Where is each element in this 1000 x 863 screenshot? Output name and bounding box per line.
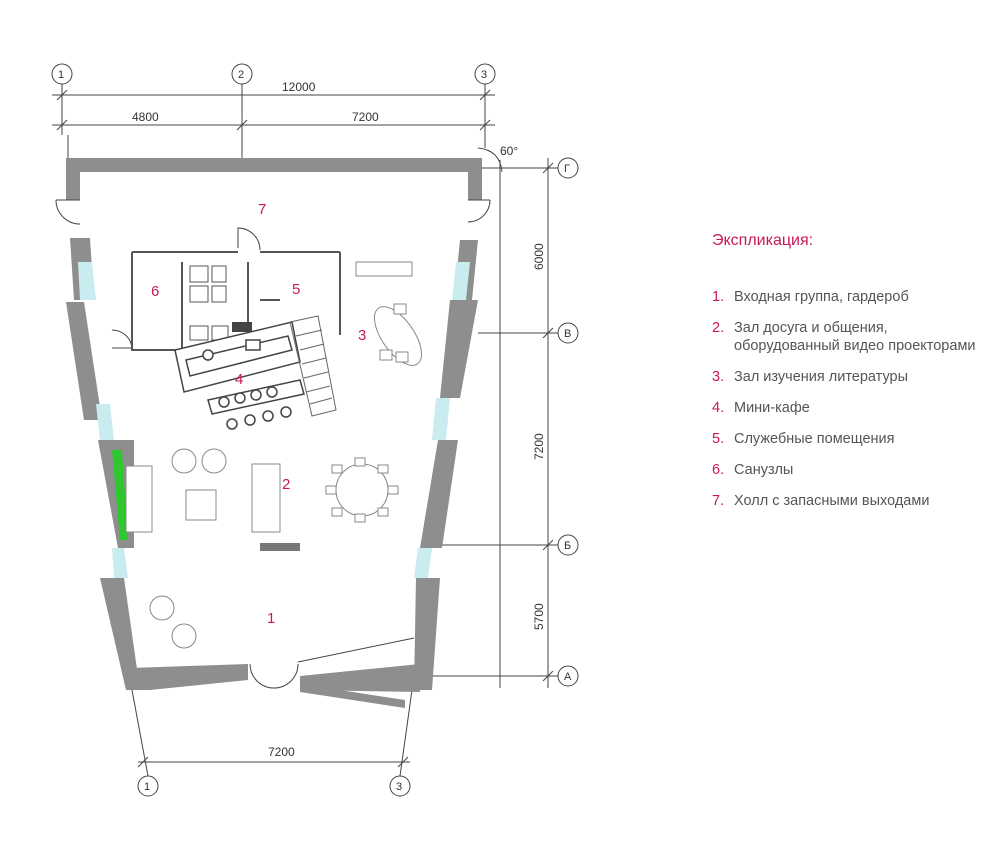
axis-top-3: 3 (481, 69, 487, 81)
top-axis-markers (51, 63, 496, 85)
green-wall-panel (112, 450, 128, 540)
legend-title: Экспликация: (712, 232, 814, 249)
legend-item: 5. Служебные помещения (712, 430, 1000, 448)
legend-item-num: 1. (712, 289, 725, 305)
legend-item-num: 3. (712, 369, 725, 385)
tv-screen (260, 543, 300, 551)
legend-item-num: 2. (712, 320, 725, 336)
room-label-3: 3 (358, 327, 366, 344)
legend-item-text: Санузлы (734, 462, 794, 478)
axis-bottom-3: 3 (396, 781, 402, 793)
dim-bottom: 7200 (268, 745, 295, 759)
dim-top-right: 7200 (352, 110, 379, 124)
dim-top-left: 4800 (132, 110, 159, 124)
legend-item-text: Входная группа, гардероб (734, 289, 909, 305)
legend-item-num: 7. (712, 493, 725, 509)
legend-item-num: 5. (712, 431, 725, 447)
legend-item: 3. Зал изучения литературы (712, 368, 1000, 386)
window-glazing (78, 262, 470, 578)
legend-item-text: Холл с запасными выходами (734, 493, 930, 509)
top-dimension-lines (52, 84, 495, 160)
right-axis-markers (557, 157, 579, 687)
legend-item-text: Служебные помещения (734, 431, 895, 447)
room-label-5: 5 (292, 281, 300, 298)
room-label-4: 4 (235, 371, 243, 388)
room-label-2: 2 (282, 476, 290, 493)
legend-item-num: 6. (712, 462, 725, 478)
leisure-hall-furniture (125, 448, 399, 649)
legend-item: 7. Холл с запасными выходами (712, 492, 1000, 510)
legend-item: 2. Зал досуга и общения, оборудованный ви… (712, 319, 1000, 355)
bottom-dimension-lines (131, 689, 413, 777)
dim-top-total: 12000 (282, 80, 316, 94)
bottom-axis-markers (137, 775, 411, 797)
legend-item-num: 4. (712, 400, 725, 416)
sanitary-fixtures (189, 265, 229, 341)
axis-bottom-1: 1 (144, 781, 150, 793)
axis-right-b: Б (564, 540, 571, 552)
explication-legend: Экспликация: 1. Входная группа, гардероб … (712, 232, 1000, 523)
axis-right-g: Г (564, 163, 570, 175)
room-label-1: 1 (267, 610, 275, 627)
legend-list: 1. Входная группа, гардероб 2. Зал досуга … (712, 288, 1000, 510)
staircase (289, 315, 337, 417)
axis-right-a: А (564, 671, 572, 683)
legend-item: 4. Мини-кафе (712, 399, 1000, 417)
service-block (232, 322, 252, 332)
dim-right-3: 5700 (532, 603, 546, 630)
literature-room-furniture (355, 261, 422, 366)
legend-item-text: Зал изучения литературы (734, 369, 909, 385)
interior-walls (131, 251, 341, 351)
legend-item: 1. Входная группа, гардероб (712, 288, 1000, 306)
legend-item: 6. Санузлы (712, 461, 1000, 479)
dim-angle: 60° (500, 144, 518, 158)
dim-right-1: 6000 (532, 243, 546, 270)
axis-top-1: 1 (58, 69, 64, 81)
legend-item-text: Мини-кафе (734, 400, 810, 416)
axis-top-2: 2 (238, 69, 244, 81)
room-label-6: 6 (151, 283, 159, 300)
legend-item-text: Зал досуга и общения, оборудованный виде… (734, 320, 976, 354)
room-label-7: 7 (258, 201, 266, 218)
mini-cafe-counter (174, 321, 305, 430)
dim-right-2: 7200 (532, 433, 546, 460)
axis-right-v: В (564, 328, 571, 340)
right-dimension-lines (415, 147, 558, 688)
